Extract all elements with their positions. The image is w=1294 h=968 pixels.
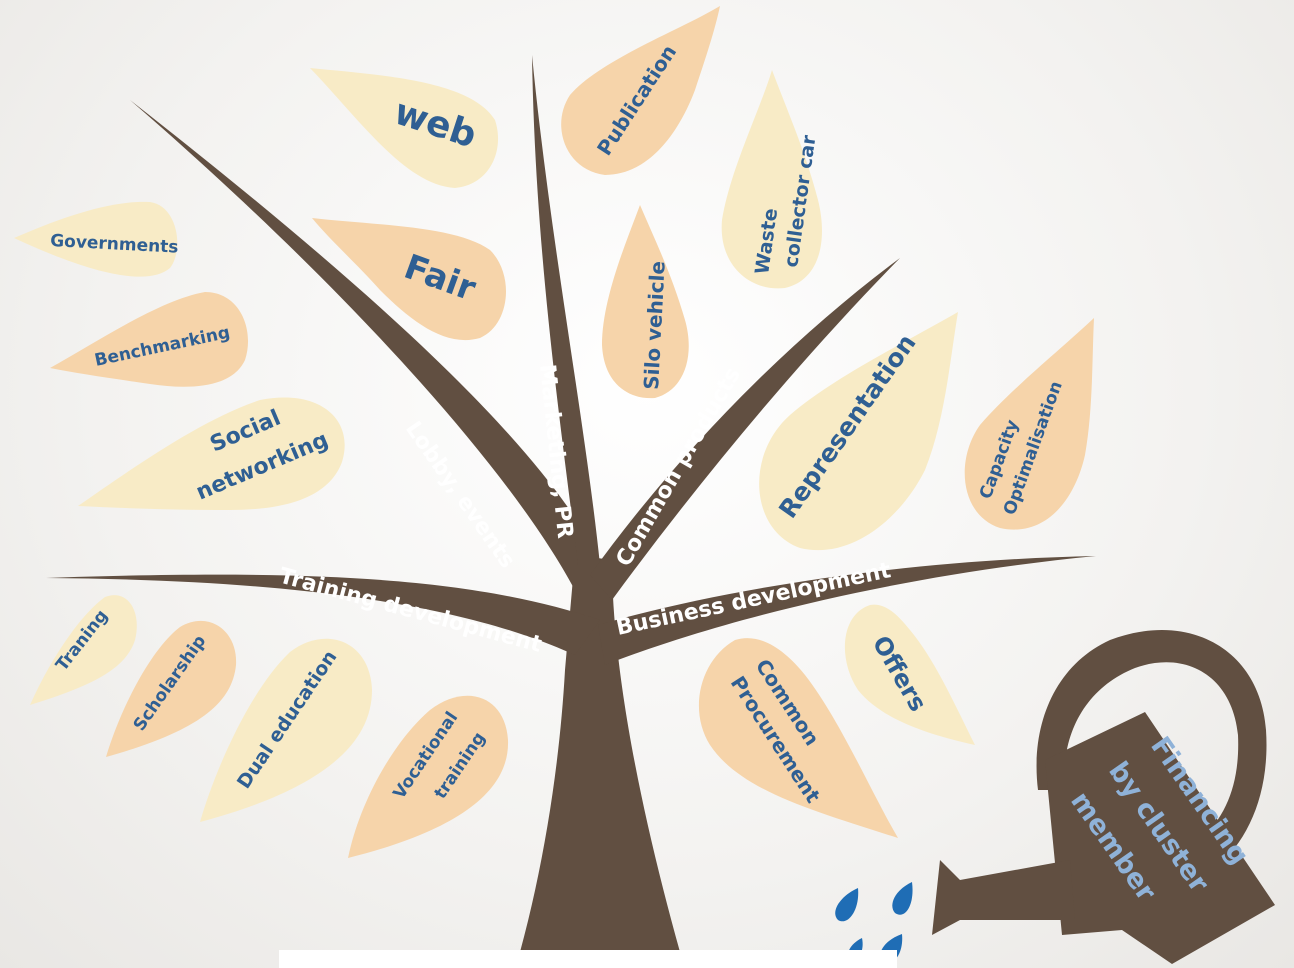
leaf-traning	[30, 595, 137, 705]
leaf-benchmarking	[50, 292, 249, 387]
leaf-silo	[602, 205, 689, 399]
leaf-waste	[721, 70, 822, 289]
watering-can	[932, 630, 1275, 964]
leaf-procurement	[698, 638, 898, 838]
branch-marketing	[532, 55, 600, 565]
branch-training	[46, 574, 600, 655]
trunk-main	[520, 555, 680, 952]
leaf-representation	[759, 312, 958, 551]
water-drop	[835, 888, 859, 922]
leaf-offers	[844, 604, 975, 745]
leaf-scholarship	[106, 620, 237, 757]
branch-common-products	[590, 258, 900, 600]
tree-trunk	[46, 55, 1096, 952]
leaf-vocational	[348, 695, 509, 858]
watering-can-spout	[932, 860, 1075, 935]
leaf-governments	[14, 201, 178, 277]
leaf-dual	[200, 638, 372, 822]
leaf-social	[78, 397, 345, 510]
branch-lobby	[130, 100, 600, 600]
leaves	[14, 6, 1094, 858]
watering-can-body	[1045, 712, 1275, 964]
leaf-fair	[312, 218, 507, 341]
watering-can-handle	[1036, 630, 1267, 868]
branch-business	[598, 556, 1096, 665]
bottom-panel	[279, 950, 897, 968]
leaf-web	[310, 68, 499, 188]
water-drop	[892, 882, 913, 915]
leaf-capacity	[964, 318, 1094, 530]
leaf-publication	[561, 6, 720, 175]
